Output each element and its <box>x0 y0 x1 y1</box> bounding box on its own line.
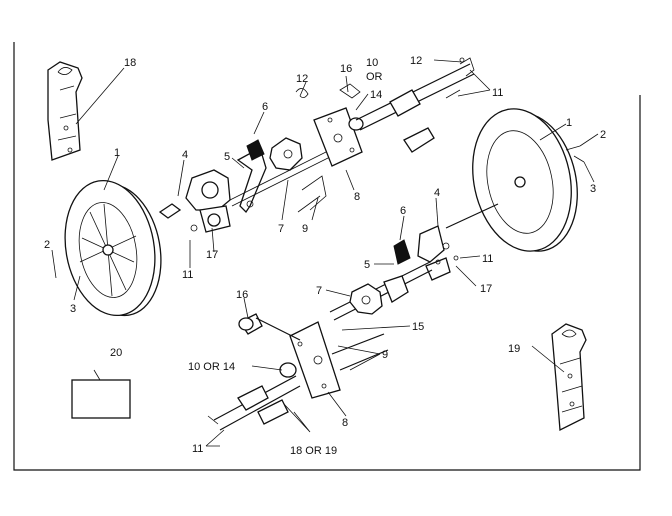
plate-8-lower <box>238 313 389 399</box>
axle-lower <box>207 375 301 431</box>
callout-12-right: 12 <box>410 55 422 67</box>
callout-1-left: 1 <box>114 147 120 159</box>
callout-9-upper: 9 <box>302 223 308 235</box>
callout-8-lower: 8 <box>342 417 348 429</box>
callout-6-right: 6 <box>400 205 406 217</box>
callout-5-lower: 5 <box>364 259 370 271</box>
callout-16-lower: 16 <box>236 289 248 301</box>
callout-14-upper: 14 <box>370 89 382 101</box>
callout-2-left: 2 <box>44 239 50 251</box>
callout-8-upper: 8 <box>354 191 360 203</box>
box-20 <box>71 379 131 419</box>
callout-11-left: 11 <box>182 269 193 281</box>
callout-10-upper: 10 <box>366 57 378 69</box>
callout-11-right-mid: 11 <box>482 253 493 265</box>
bracket-19-right <box>551 323 587 432</box>
hub-assembly-left <box>158 137 333 233</box>
callout-10-or-14-lower: 10 OR 14 <box>188 361 235 373</box>
callout-9-lower: 9 <box>382 349 388 361</box>
callout-3-left: 3 <box>70 303 76 315</box>
bracket-18-left <box>47 61 83 161</box>
wheel-1-left <box>64 179 162 317</box>
callout-3-right: 3 <box>590 183 596 195</box>
callout-11-lower: 11 <box>192 443 203 455</box>
callout-4-right: 4 <box>434 187 440 199</box>
callout-6-left: 6 <box>262 101 268 113</box>
hub-assembly-right <box>329 203 499 321</box>
callout-7-lower: 7 <box>316 285 322 297</box>
leader-lines <box>51 59 599 447</box>
callout-1-right: 1 <box>566 117 572 129</box>
callout-18-or-19: 18 OR 19 <box>290 445 337 457</box>
wheel-1-right <box>472 108 585 252</box>
callout-18-top: 18 <box>124 57 136 69</box>
frame-border <box>13 42 641 471</box>
callout-11-upper-right: 11 <box>492 87 503 99</box>
callout-12-upper: 12 <box>296 73 308 85</box>
axle-upper <box>295 57 475 153</box>
callout-17-left: 17 <box>206 249 218 261</box>
callout-15: 15 <box>412 321 424 333</box>
callout-or-upper: OR <box>366 71 383 83</box>
plate-8-upper <box>297 107 364 213</box>
callout-7-upper: 7 <box>278 223 284 235</box>
callout-19-right: 19 <box>508 343 520 355</box>
callout-5-left: 5 <box>224 151 230 163</box>
callout-2-right: 2 <box>600 129 606 141</box>
callout-20: 20 <box>110 347 122 359</box>
callout-16-upper: 16 <box>340 63 352 75</box>
callout-17-right: 17 <box>480 283 492 295</box>
callout-4-left: 4 <box>182 149 188 161</box>
